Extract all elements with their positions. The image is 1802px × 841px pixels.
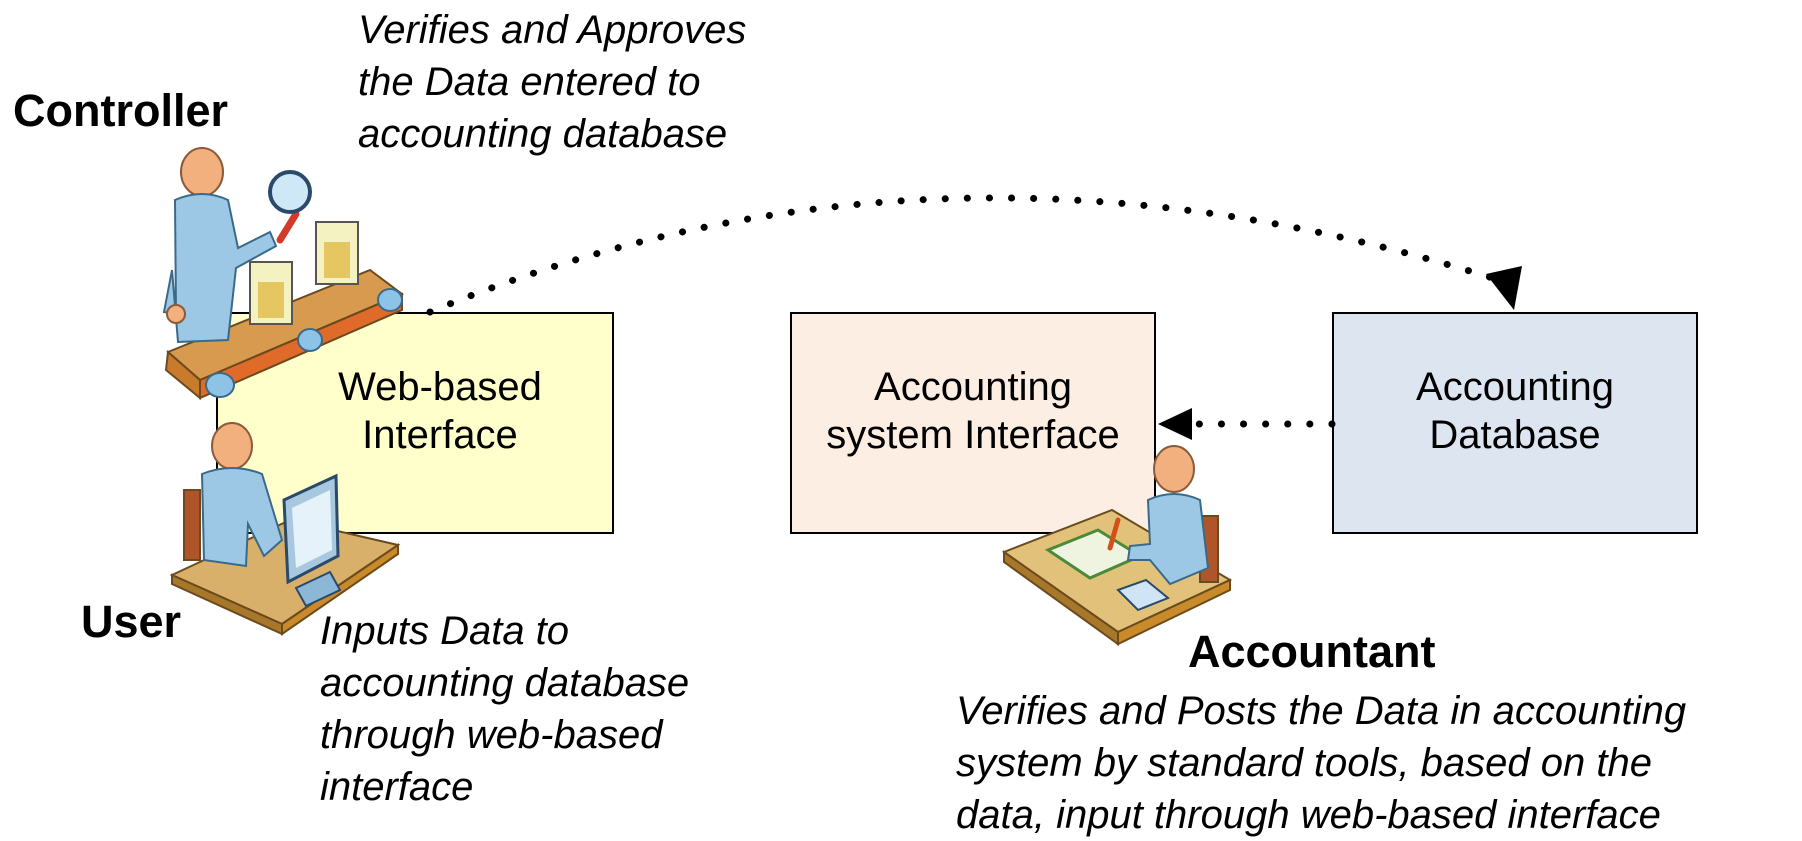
data-flow-arrow bbox=[1158, 408, 1336, 440]
user-description: Inputs Data to accounting database throu… bbox=[320, 609, 690, 809]
accountant-at-desk-icon bbox=[1001, 445, 1233, 646]
accountant-description: Verifies and Posts the Data in accountin… bbox=[956, 689, 1687, 837]
controller-description: Verifies and Approves the Data entered t… bbox=[358, 8, 747, 156]
accounting-interface-label: Accounting system Interface bbox=[826, 364, 1120, 457]
accountant-label: Accountant bbox=[1188, 626, 1436, 677]
user-label: User bbox=[81, 596, 182, 647]
accounting-database-label: Accounting Database bbox=[1416, 364, 1614, 457]
approval-arrow bbox=[426, 194, 1522, 316]
user-at-computer-icon bbox=[169, 422, 401, 636]
controller-label: Controller bbox=[13, 85, 229, 136]
accounting-database-box: Accounting Database bbox=[1332, 312, 1698, 534]
web-interface-label: Web-based Interface bbox=[338, 364, 542, 457]
accounting-interface-box: Accounting system Interface bbox=[790, 312, 1156, 534]
controller-inspector-icon bbox=[162, 147, 404, 401]
